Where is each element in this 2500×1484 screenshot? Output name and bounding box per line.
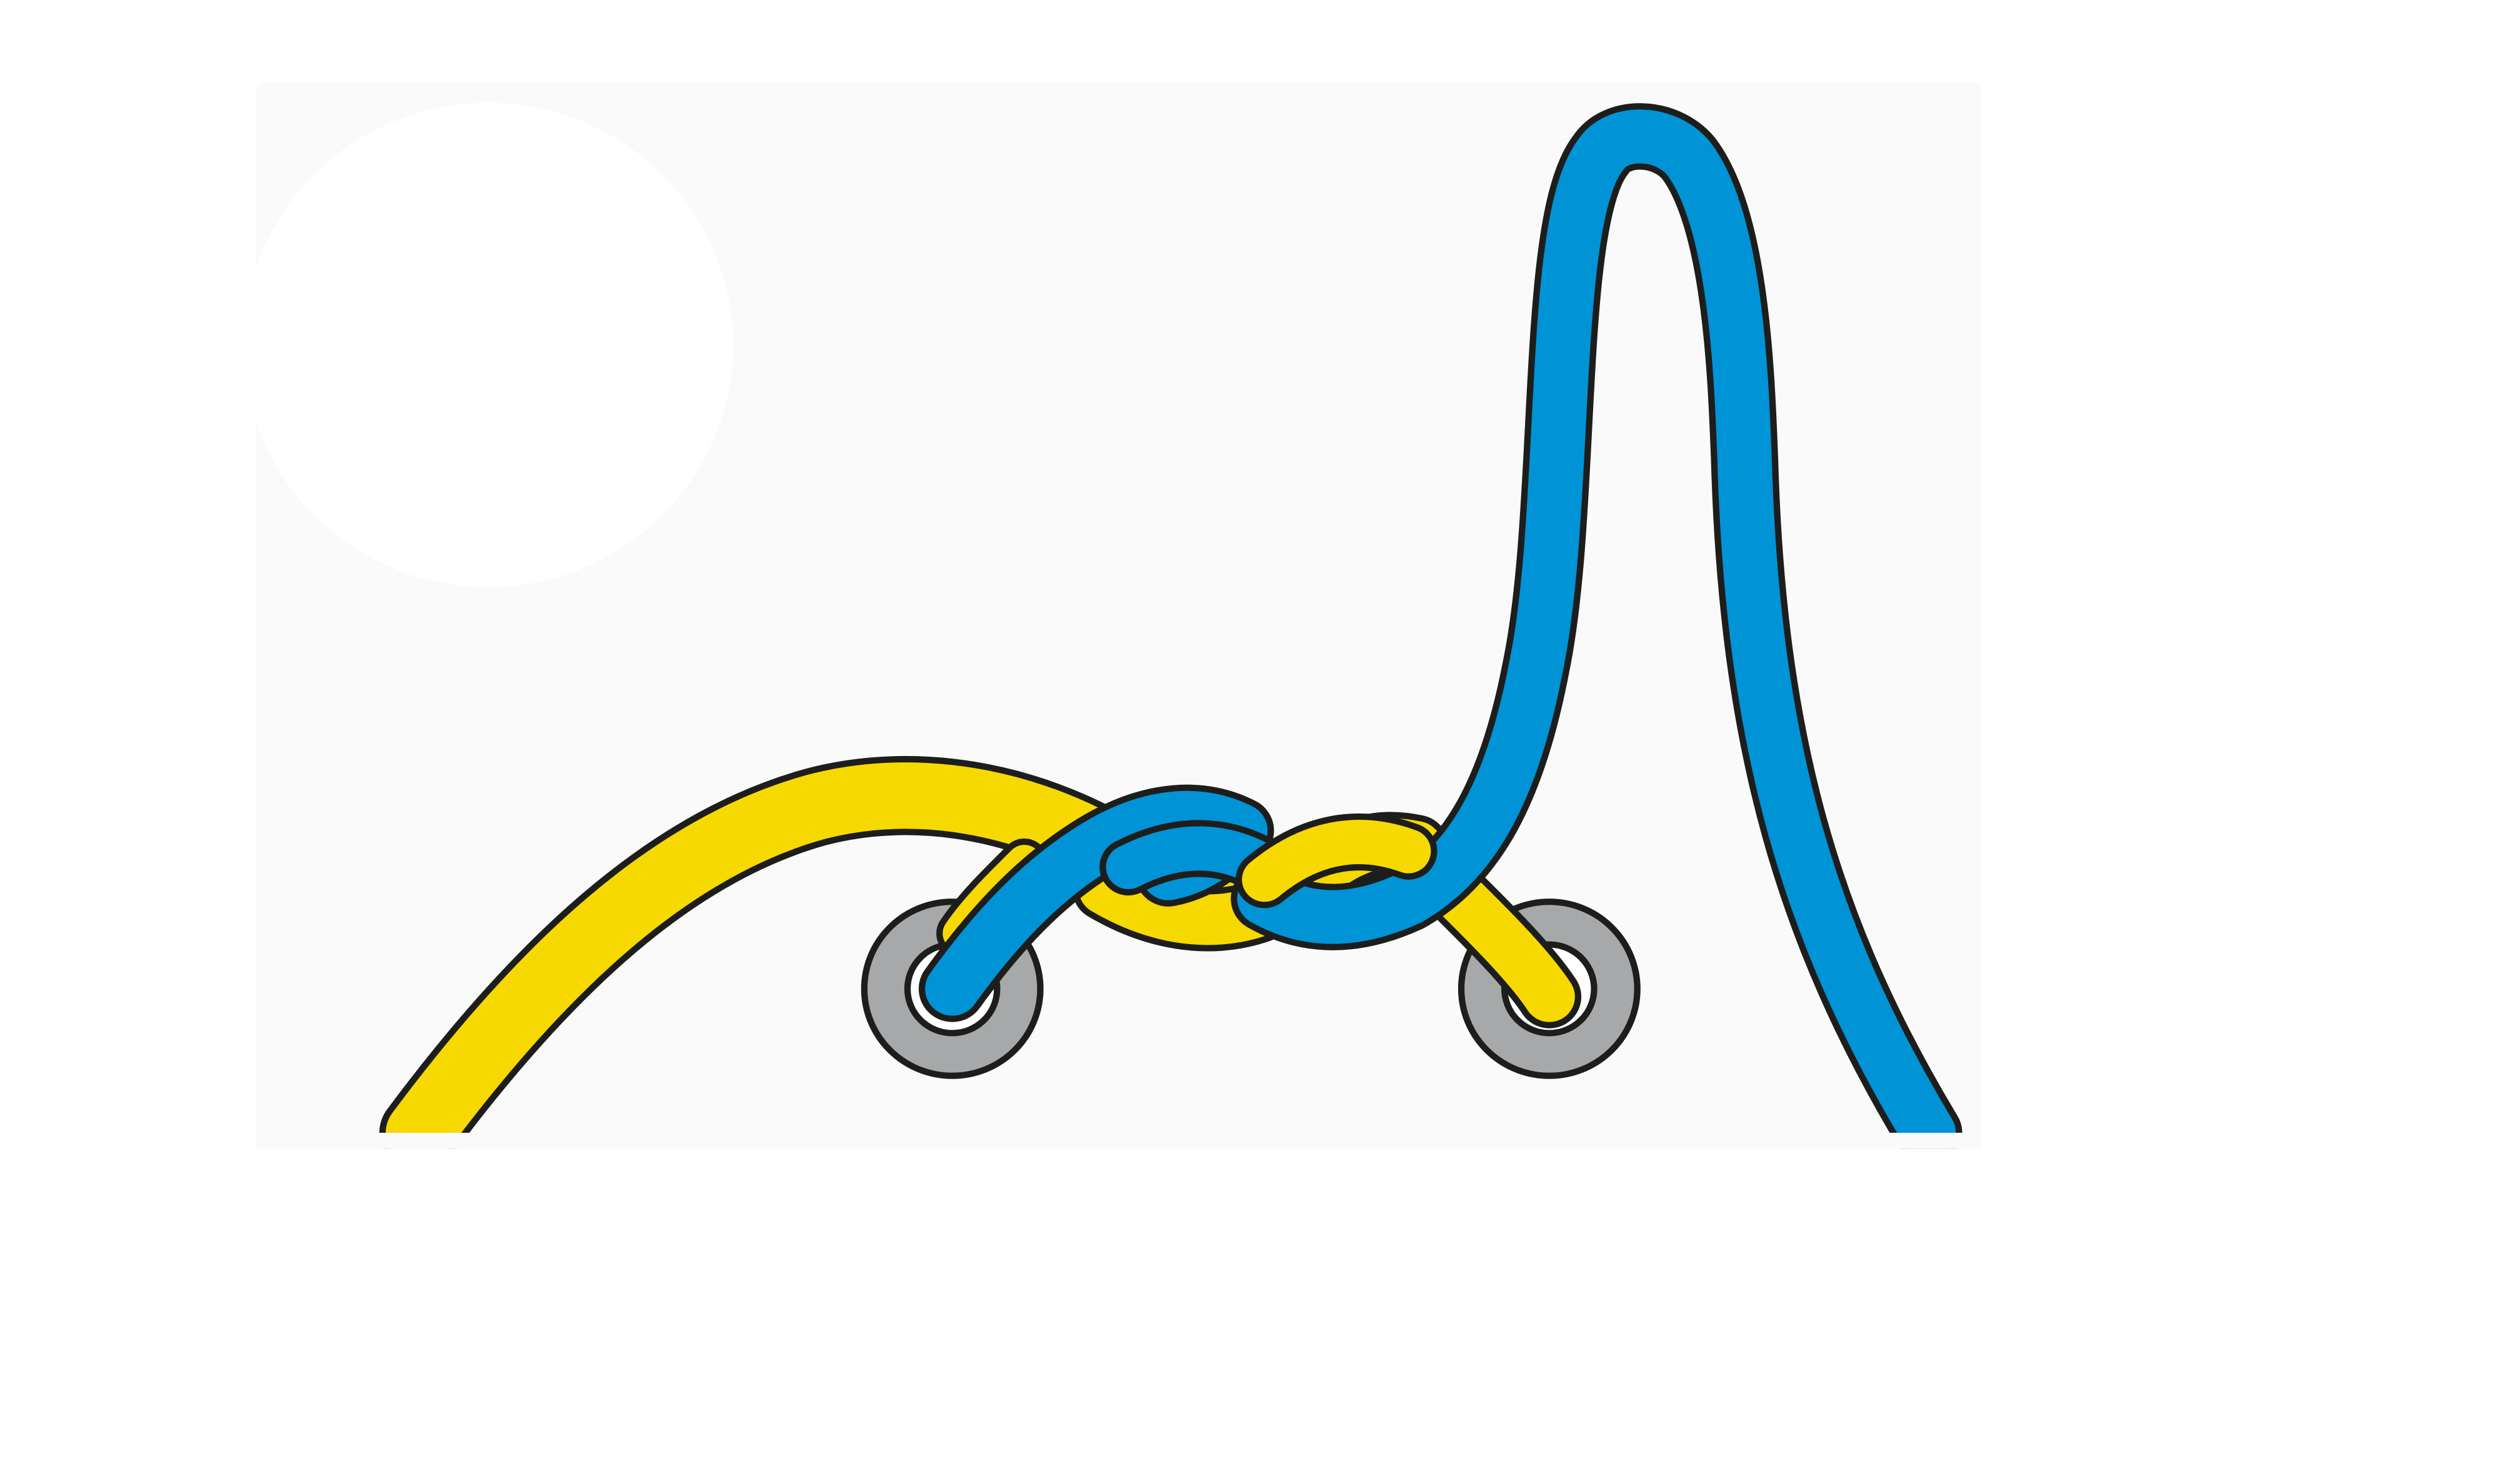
- highlight-circle: [243, 102, 733, 587]
- page-bottom-area: [0, 1148, 2500, 1484]
- yellow-lace-over-crossing: [1235, 813, 1438, 909]
- panel-bottom-mask: [256, 1132, 1982, 1149]
